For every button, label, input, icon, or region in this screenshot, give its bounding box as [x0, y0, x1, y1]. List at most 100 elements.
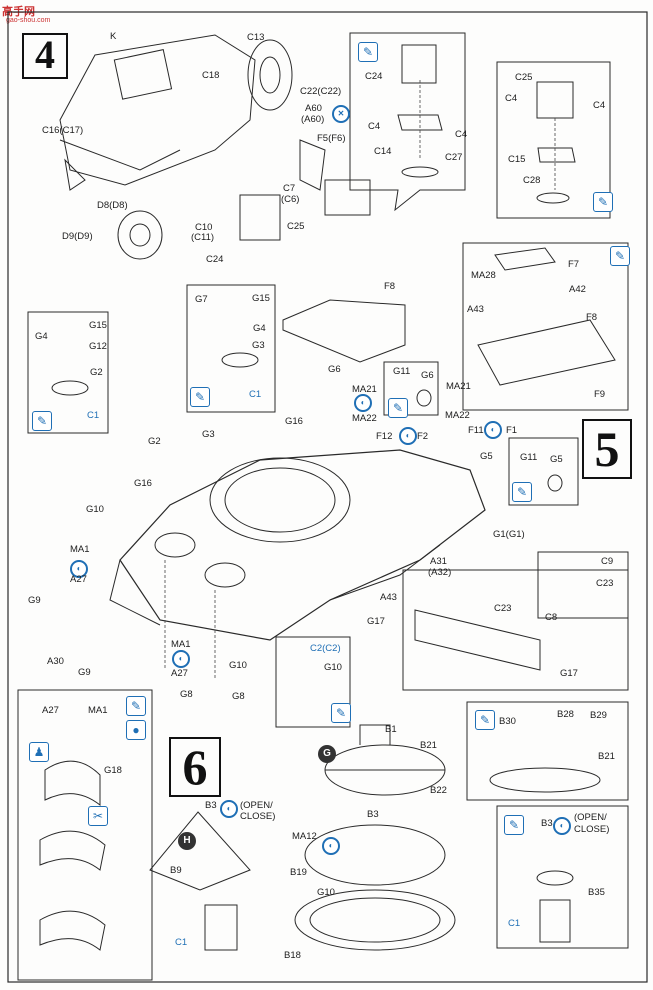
part-label: G18	[104, 765, 122, 776]
part-label: G8	[180, 689, 193, 700]
part-label: C1	[87, 410, 100, 421]
part-label: G4	[253, 323, 266, 334]
part-label: C8	[545, 612, 558, 623]
part-label: B19	[290, 867, 307, 878]
part-label: B35	[588, 887, 605, 898]
part-label: G16	[134, 478, 152, 489]
part-label: CLOSE)	[240, 811, 276, 822]
part-label: F9	[594, 389, 606, 400]
part-label: A60	[305, 103, 322, 114]
step-5-number: 5	[582, 419, 632, 479]
part-label: (OPEN/	[574, 812, 607, 823]
part-label: G7	[195, 294, 208, 305]
part-label: MA21	[352, 384, 377, 395]
glue-icon: ✎	[504, 815, 524, 835]
part-label: C14	[374, 146, 392, 157]
part-label: C27	[445, 152, 463, 163]
part-label: G3	[252, 340, 265, 351]
part-label: F8	[586, 312, 598, 323]
part-label: F8	[384, 281, 396, 292]
glue-icon: ✎	[32, 411, 52, 431]
paint-icon: ◐	[172, 650, 190, 668]
part-label: A42	[569, 284, 586, 295]
part-label: G10	[317, 887, 335, 898]
part-label: MA1	[70, 544, 90, 555]
part-label: G17	[560, 668, 578, 679]
decal-icon: ♟	[29, 742, 49, 762]
part-label: G10	[86, 504, 104, 515]
part-label: C28	[523, 175, 541, 186]
part-label: C24	[365, 71, 383, 82]
part-label: G5	[550, 454, 563, 465]
marker-g: G	[318, 745, 336, 763]
water-drop-icon: ●	[126, 720, 146, 740]
part-label: C23	[596, 578, 614, 589]
part-label: G2	[90, 367, 103, 378]
step-4-number: 4	[22, 33, 68, 79]
part-label: G9	[78, 667, 91, 678]
paint-icon: ◐	[220, 800, 238, 818]
paint-icon: ◐	[553, 817, 571, 835]
part-label: (A60)	[301, 114, 325, 125]
part-label: B3	[367, 809, 379, 820]
part-label: A43	[467, 304, 484, 315]
part-label: D8(D8)	[97, 200, 128, 211]
part-label: B21	[598, 751, 615, 762]
part-label: G5	[480, 451, 493, 462]
glue-icon: ✎	[331, 703, 351, 723]
part-label: A27	[70, 574, 87, 585]
part-label: G10	[324, 662, 342, 673]
part-label: C10	[195, 222, 213, 233]
part-label: B29	[590, 710, 607, 721]
part-label: G17	[367, 616, 385, 627]
part-label: F2	[417, 431, 429, 442]
part-label: MA12	[292, 831, 317, 842]
part-label: G6	[328, 364, 341, 375]
part-label: MA21	[446, 381, 471, 392]
part-label: B18	[284, 950, 301, 961]
part-label: F12	[376, 431, 393, 442]
part-label: C13	[247, 32, 265, 43]
part-label: C1	[508, 918, 521, 929]
file-icon: ✂	[88, 806, 108, 826]
part-label: F11	[468, 425, 484, 436]
glue-icon: ✎	[610, 246, 630, 266]
part-label: C9	[601, 556, 614, 567]
part-label: C16(C17)	[42, 125, 84, 136]
part-label: B22	[430, 785, 447, 796]
part-label: C24	[206, 254, 224, 265]
part-label: C4	[455, 129, 468, 140]
glue-icon: ✎	[388, 398, 408, 418]
part-label: MA1	[88, 705, 108, 716]
part-label: G12	[89, 341, 107, 352]
part-label: A43	[380, 592, 397, 603]
part-label: C22(C22)	[300, 86, 342, 97]
part-label: C4	[368, 121, 381, 132]
part-label: C4	[505, 93, 518, 104]
part-label: F5(F6)	[317, 133, 346, 144]
paint-icon: ◐	[354, 394, 372, 412]
paint-icon: ✕	[332, 105, 350, 123]
part-label: G8	[232, 691, 245, 702]
part-label: G10	[229, 660, 247, 671]
part-label: B9	[170, 865, 182, 876]
glue-icon: ✎	[475, 710, 495, 730]
part-label: F7	[568, 259, 580, 270]
part-label: B3	[205, 800, 217, 811]
part-label: CLOSE)	[574, 824, 610, 835]
part-label: G9	[28, 595, 41, 606]
step-6-number: 6	[169, 737, 221, 797]
part-label: G6	[421, 370, 434, 381]
part-label: (OPEN/	[240, 800, 273, 811]
part-label: B3	[541, 818, 553, 829]
part-label: C2(C2)	[310, 643, 341, 654]
part-label: A27	[171, 668, 188, 679]
part-label: C7	[283, 183, 296, 194]
glue-icon: ✎	[512, 482, 532, 502]
glue-icon: ✎	[190, 387, 210, 407]
glue-icon: ✎	[358, 42, 378, 62]
part-label: (C6)	[281, 194, 300, 205]
part-label: B1	[385, 724, 397, 735]
